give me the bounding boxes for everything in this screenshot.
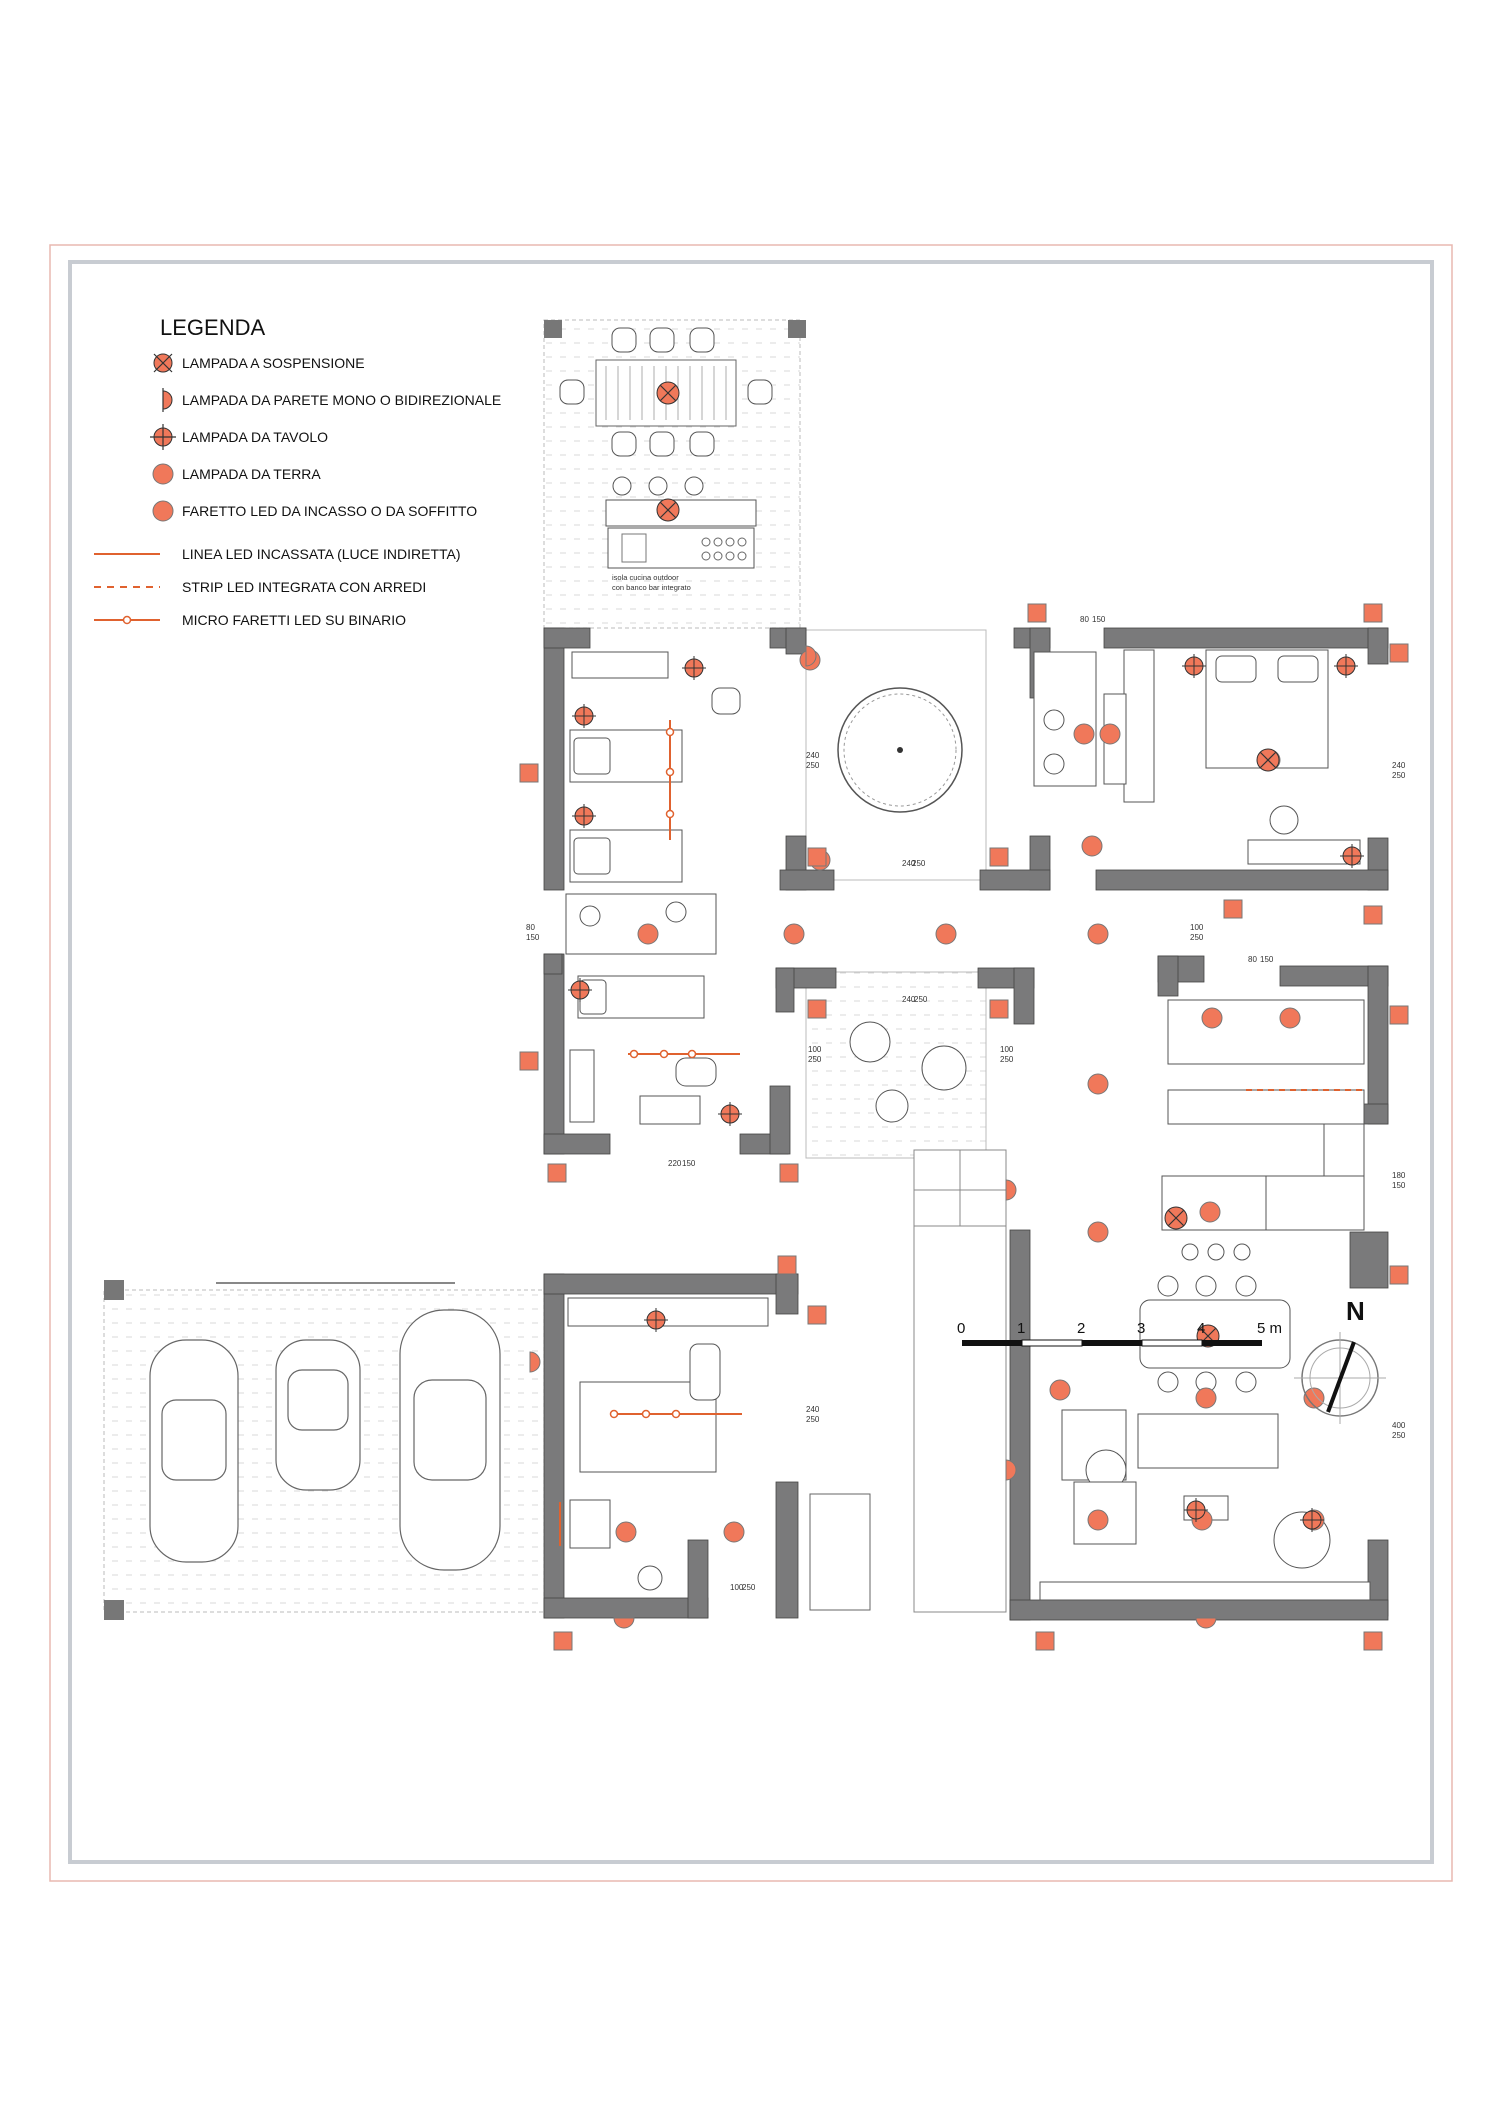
dim-a: 240 [806,1405,820,1414]
pendant-lamp-icon [656,381,680,405]
car [149,1339,239,1563]
dim-b: 250 [806,1415,820,1424]
dim-b: 250 [914,995,928,1004]
scale-label: 5 m [1257,1320,1282,1337]
legend: LEGENDA LAMPADA A SOSPENSIONE LAMPADA DA… [94,315,501,628]
legend-label: LINEA LED INCASSATA (LUCE INDIRETTA) [182,546,461,562]
dim-b: 150 [526,933,540,942]
scale-label: 0 [957,1320,965,1337]
legend-label: LAMPADA DA TERRA [182,466,321,482]
dim-a: 80 [526,923,535,932]
table-lamps [568,654,1364,1532]
dim-a: 240 [806,751,820,760]
table-lamp-icon [682,656,706,680]
table-lamp-icon [572,804,596,828]
pendant-lamp-icon [153,353,173,373]
scale-label: 4 [1197,1320,1205,1337]
legend-label: FARETTO LED DA INCASSO O DA SOFFITTO [182,503,477,519]
dim-a: 240 [902,995,916,1004]
table-lamp-icon [1300,1508,1324,1532]
dim-b: 250 [808,1055,822,1064]
scale-bar: 0 1 2 3 4 5 m [957,1320,1282,1347]
dim-a: 400 [1392,1421,1406,1430]
dim-b: 250 [1000,1055,1014,1064]
scale-label: 1 [1017,1320,1025,1337]
car [275,1339,361,1491]
legend-label: LAMPADA DA PARETE MONO O BIDIREZIONALE [182,392,501,408]
legend-label: STRIP LED INTEGRATA CON ARREDI [182,579,426,595]
carport [103,1280,545,1620]
dim-b: 250 [912,859,926,868]
dim-a: 80 [1248,955,1257,964]
wall-lamp-icon [162,388,173,412]
pendant-lamp-icon [1256,748,1280,772]
dim-b: 250 [806,761,820,770]
walls [543,627,1389,1621]
car [399,1309,501,1571]
dim-b: 250 [1190,933,1204,942]
dim-a: 240 [902,859,916,868]
table-lamp-icon [718,1102,742,1126]
table-lamp-icon [1184,1498,1208,1522]
legend-label: MICRO FARETTI LED SU BINARIO [182,612,406,628]
dim-b: 150 [682,1159,696,1168]
dimension-labels: 240 250 240 250 240 250 80 150 80 150 10… [526,615,1406,1592]
outer-frame [49,244,1453,1882]
pendant-lamp-icon [656,498,680,522]
table-lamp-icon [150,424,176,450]
table-lamp-icon [1182,654,1206,678]
table-lamp-icon [1334,654,1358,678]
north-label: N [1346,1296,1365,1326]
legend-label: LAMPADA DA TAVOLO [182,429,328,445]
wall-lamps [519,603,1409,1651]
north-arrow-icon: N [1294,1296,1386,1424]
tree-planter [837,687,963,813]
dim-b: 250 [742,1583,756,1592]
scale-label: 2 [1077,1320,1085,1337]
dim-a: 100 [730,1583,744,1592]
dim-a: 100 [1000,1045,1014,1054]
dim-a: 240 [1392,761,1406,770]
dim-a: 100 [808,1045,822,1054]
outdoor-note: isola cucina outdoor [612,573,679,582]
pendant-lamp-icon [1164,1206,1188,1230]
furniture [565,649,1371,1601]
dim-a: 80 [1080,615,1089,624]
dim-a: 100 [1190,923,1204,932]
dim-b: 250 [1392,771,1406,780]
scale-label: 3 [1137,1320,1145,1337]
recessed-spotlights [615,649,1325,1543]
floor-lamp-icon [152,463,174,485]
table-lamp-icon [568,978,592,1002]
recessed-spotlight-icon [152,500,174,522]
dim-b: 150 [1092,615,1106,624]
track-spotlight-icon [94,615,160,625]
dim-a: 220 [668,1159,682,1168]
table-lamp-icon [572,704,596,728]
legend-title: LEGENDA [160,315,265,340]
inner-frame [68,260,1434,1864]
track-spotlights [609,727,697,1419]
table-lamp-icon [644,1308,668,1332]
dim-b: 150 [1392,1181,1406,1190]
legend-label: LAMPADA A SOSPENSIONE [182,355,365,371]
wall-lamp-half [529,645,1217,1629]
dim-b: 150 [1260,955,1274,964]
outdoor-pergola: isola cucina outdoor con banco bar integ… [543,319,806,629]
dim-a: 180 [1392,1171,1406,1180]
table-lamp-icon [1340,844,1364,868]
outdoor-note: con banco bar integrato [612,583,691,592]
dim-b: 250 [1392,1431,1406,1440]
